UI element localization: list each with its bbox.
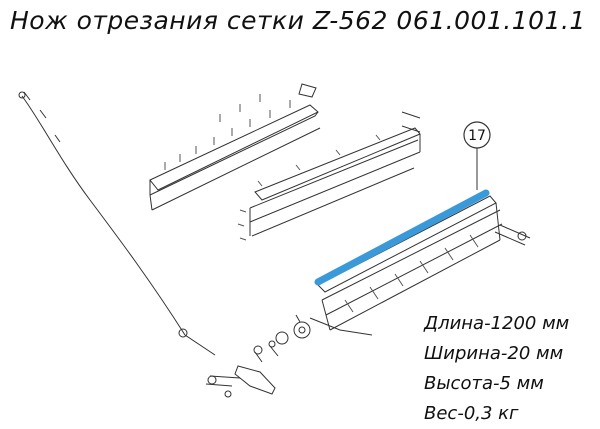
spec-width: Ширина-20 мм	[424, 343, 564, 364]
specs-block: Длина-1200 мм Ширина-20 мм Высота-5 мм В…	[424, 309, 569, 429]
cable	[21, 95, 216, 356]
spec-weight: Вес-0,3 кг	[424, 403, 519, 424]
lever-mechanism	[205, 340, 279, 398]
callout-label: 17	[468, 128, 486, 144]
knife-highlight	[314, 189, 490, 286]
middle-plate	[237, 111, 421, 241]
callout-17: 17	[463, 121, 491, 190]
spec-length: Длина-1200 мм	[424, 313, 570, 334]
page-title: Нож отрезания сетки Z-562 061.001.101.1	[10, 6, 586, 35]
spec-height: Высота-5 мм	[424, 373, 544, 394]
upper-plate	[149, 83, 321, 211]
lower-frame	[275, 195, 531, 345]
